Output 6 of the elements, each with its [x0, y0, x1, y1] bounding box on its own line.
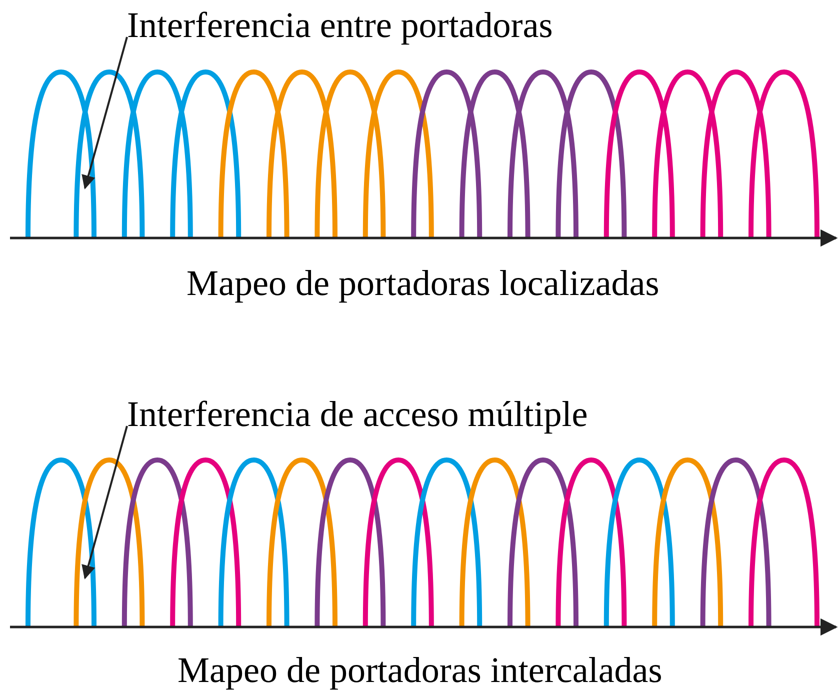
- axis-caption: Mapeo de portadoras intercaladas: [178, 650, 662, 690]
- leader-line: [82, 426, 128, 580]
- leader-line: [82, 36, 128, 190]
- axis-caption: Mapeo de portadoras localizadas: [186, 263, 660, 303]
- annotation-text: Interferencia entre portadoras: [127, 5, 553, 45]
- annotation-text: Interferencia de acceso múltiple: [127, 394, 588, 434]
